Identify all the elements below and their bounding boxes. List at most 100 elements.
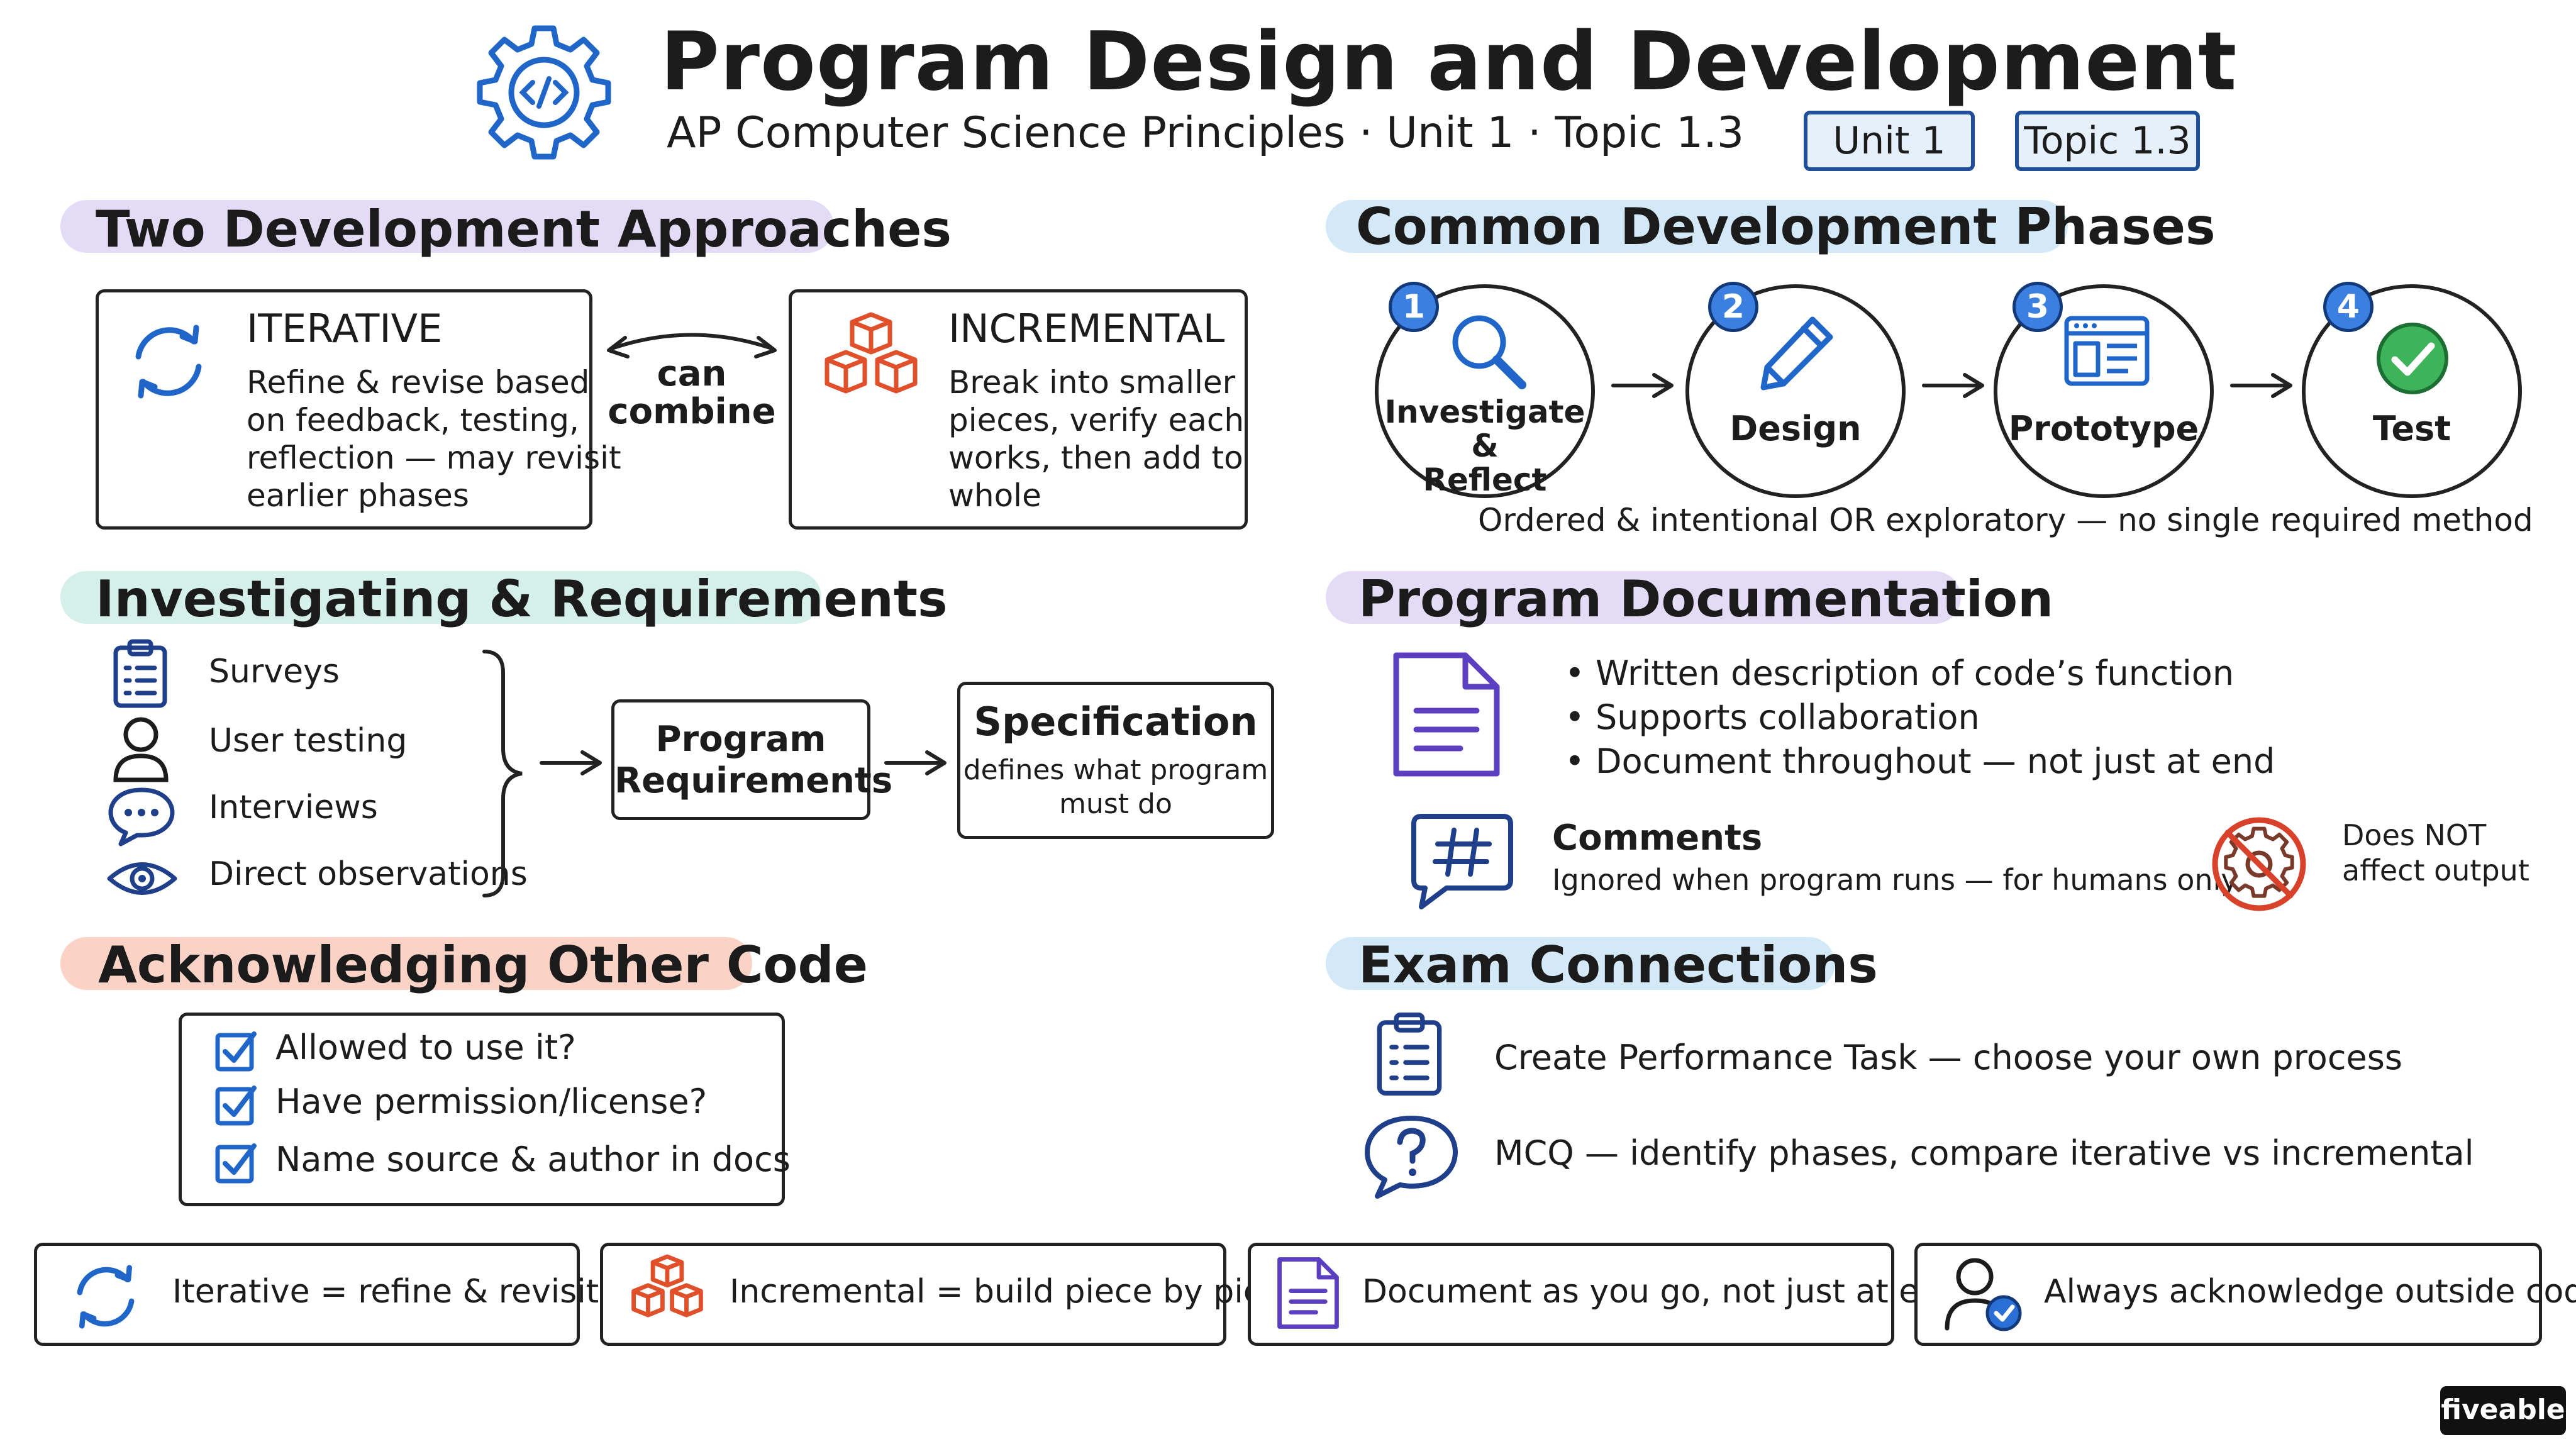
user-icon — [113, 717, 169, 782]
incremental-description: Break into smaller pieces, verify each w… — [948, 364, 1244, 514]
checklist-item: Have permission/license? — [275, 1082, 708, 1121]
double-arrow — [607, 333, 777, 358]
incremental-line: pieces, verify each — [948, 402, 1245, 438]
bullet-text: Written description of code’s function — [1596, 653, 2235, 693]
iterative-description: Refine & revise based on feedback, testi… — [247, 364, 621, 514]
specification-title: Specification — [974, 699, 1258, 745]
specification-box: Specification defines what program must … — [957, 682, 1274, 839]
section-heading-investigating: Investigating & Requirements — [96, 570, 948, 628]
page-title: Program Design and Development — [660, 15, 2238, 109]
documentation-bullet: • Supports collaboration — [1565, 697, 1980, 737]
phase-label-line: Test — [2372, 409, 2451, 448]
footer-text: Always acknowledge outside code — [2044, 1273, 2576, 1311]
highlight-approaches — [60, 200, 834, 253]
phase-label-line: Design — [1729, 409, 1862, 448]
unit-badge: Unit 1 — [1804, 111, 1975, 171]
requirements-line: Program — [655, 719, 826, 760]
footer-card-iterative — [34, 1243, 580, 1346]
checkbox-icon — [215, 1143, 257, 1184]
phase-arrow — [1922, 373, 1984, 398]
incremental-line: whole — [948, 477, 1041, 514]
footer-card-acknowledge — [1914, 1243, 2542, 1346]
method-label: User testing — [209, 722, 408, 760]
section-heading-acknowledging: Acknowledging Other Code — [98, 936, 869, 994]
topic-badge: Topic 1.3 — [2015, 111, 2200, 171]
phase-number-text: 3 — [2026, 288, 2050, 326]
highlight-acknowledging — [60, 937, 752, 990]
question-bubble-icon — [1365, 1116, 1458, 1199]
section-heading-phases: Common Development Phases — [1356, 197, 2216, 256]
specification-line: must do — [1059, 788, 1172, 820]
checkbox-icon — [215, 1031, 257, 1072]
iterative-line: on feedback, testing, — [247, 402, 579, 438]
checklist-item: Name source & author in docs — [275, 1140, 791, 1179]
can-combine-line: can — [657, 353, 727, 394]
document-icon — [1393, 652, 1500, 777]
clipboard-icon — [113, 639, 167, 708]
specification-desc: defines what program must do — [960, 753, 1271, 821]
exam-item: Create Performance Task — choose your ow… — [1494, 1038, 2403, 1077]
phase-arrow — [2230, 373, 2292, 398]
speech-bubble-icon — [108, 787, 175, 847]
footer-card-document — [1248, 1243, 1894, 1346]
stacked-blocks-icon — [824, 312, 918, 394]
highlight-documentation — [1326, 571, 1961, 624]
documentation-bullet: • Document throughout — not just at end — [1565, 741, 2275, 781]
comments-desc: Ignored when program runs — for humans o… — [1552, 863, 2238, 897]
check-circle-icon — [2377, 323, 2448, 394]
cycle-arrows-icon — [77, 1265, 135, 1329]
phase-label-2: Design — [1692, 409, 1899, 448]
phase-label-4: Test — [2308, 409, 2516, 448]
page-subtitle: AP Computer Science Principles · Unit 1 … — [667, 108, 1745, 158]
documentation-bullet: • Written description of code’s function — [1565, 653, 2235, 693]
magnifier-icon — [1452, 315, 1526, 389]
unit-badge-label: Unit 1 — [1833, 119, 1946, 163]
flow-arrow — [884, 750, 947, 775]
comments-title: Comments — [1552, 818, 1763, 858]
topic-badge-label: Topic 1.3 — [2024, 119, 2191, 163]
acknowledging-checklist — [179, 1013, 785, 1206]
highlight-exam — [1326, 937, 1835, 990]
stacked-blocks-icon — [631, 1254, 703, 1318]
phase-circle-2 — [1685, 284, 1906, 498]
bullet-text: Document throughout — not just at end — [1596, 741, 2275, 781]
curly-brace — [482, 650, 523, 897]
eye-icon — [107, 862, 177, 895]
phase-number-text: 1 — [1402, 288, 1426, 326]
phase-number-4: 4 — [2323, 282, 2373, 332]
document-icon — [1277, 1257, 1339, 1329]
iterative-line: earlier phases — [247, 477, 469, 514]
incremental-line: Break into smaller — [948, 364, 1236, 401]
phase-circle-4 — [2302, 284, 2522, 498]
incremental-line: works, then add to — [948, 440, 1243, 476]
window-layout-icon — [2064, 316, 2150, 386]
section-heading-exam: Exam Connections — [1358, 936, 1878, 994]
phase-number-3: 3 — [2012, 282, 2063, 332]
footer-text: Iterative = refine & revisit — [172, 1273, 599, 1311]
bullet-text: Supports collaboration — [1596, 697, 1980, 737]
brand-logo: fiveable — [2440, 1386, 2566, 1435]
section-heading-documentation: Program Documentation — [1358, 570, 2054, 628]
highlight-phases — [1326, 200, 2068, 253]
documentation-bullets: • Written description of code’s function… — [1565, 652, 2275, 784]
phases-note: Ordered & intentional OR exploratory — n… — [1478, 502, 2533, 538]
phase-number-1: 1 — [1389, 282, 1439, 332]
footer-text: Document as you go, not just at end — [1362, 1273, 1961, 1311]
iterative-line: Refine & revise based — [247, 364, 590, 401]
no-effect-line: Does NOT — [2342, 818, 2487, 852]
hash-comment-icon — [1411, 814, 1513, 909]
can-combine-line: combine — [608, 391, 776, 432]
clipboard-icon — [1377, 1013, 1442, 1096]
footer-text: Incremental = build piece by piece — [730, 1273, 1302, 1311]
user-check-icon — [1945, 1258, 2022, 1331]
phase-label-1: Investigate & Reflect — [1381, 395, 1589, 497]
flow-arrow — [540, 750, 602, 775]
brand-text: fiveable — [2441, 1394, 2565, 1426]
phase-arrow — [1611, 373, 1674, 398]
phase-circle-1 — [1375, 284, 1595, 498]
checkbox-icon — [215, 1085, 257, 1126]
phase-number-2: 2 — [1708, 282, 1758, 332]
phase-label-line: Reflect — [1423, 462, 1547, 498]
phase-circle-3 — [1994, 284, 2214, 498]
checklist-item: Allowed to use it? — [275, 1028, 576, 1067]
